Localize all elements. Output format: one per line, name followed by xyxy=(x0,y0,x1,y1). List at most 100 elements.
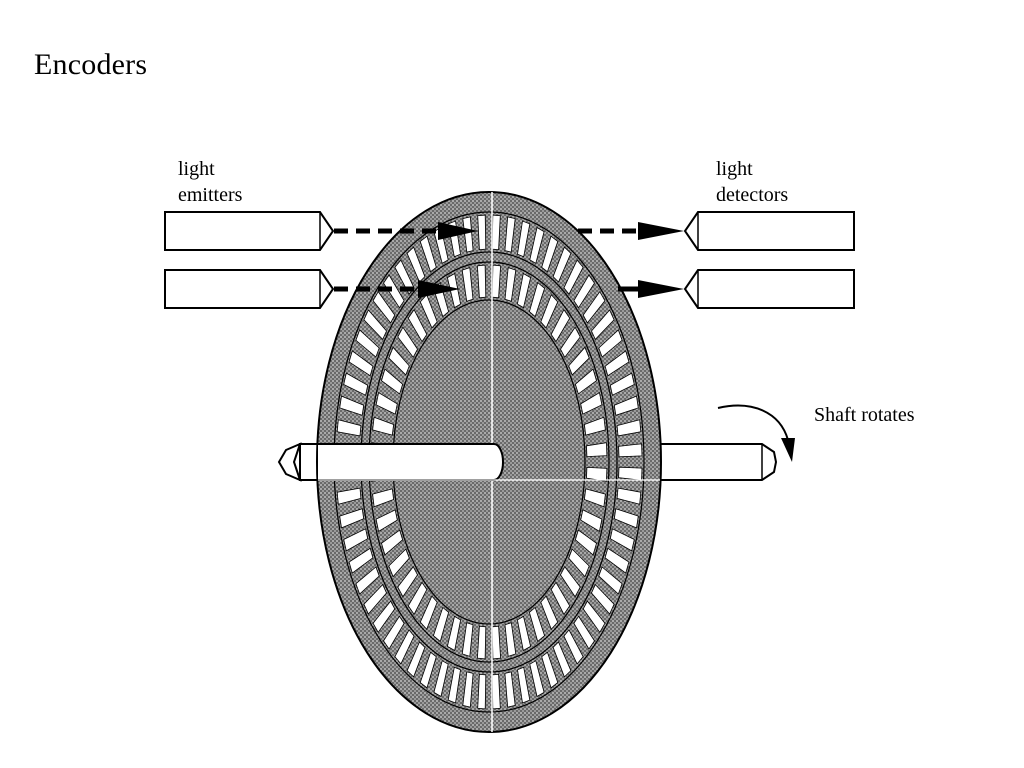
outer-slot xyxy=(339,508,365,529)
slide-title: Encoders xyxy=(34,48,148,81)
inner-slot xyxy=(504,267,517,302)
detectors-label-line1: light xyxy=(716,158,753,180)
outer-slot xyxy=(355,566,380,595)
light-detector-top xyxy=(683,211,855,251)
outer-slot xyxy=(477,214,487,251)
inner-slot xyxy=(461,622,474,657)
inner-slot xyxy=(375,391,398,415)
inner-slot xyxy=(461,267,474,302)
emitters-label-line1: light xyxy=(178,158,215,180)
outer-slot xyxy=(343,372,369,396)
inner-slot xyxy=(560,565,581,598)
outer-slot xyxy=(591,309,615,341)
inner-slot xyxy=(550,308,571,343)
inner-slot xyxy=(476,264,487,299)
outer-slot xyxy=(517,220,531,258)
outer-slot xyxy=(343,528,369,552)
outer-slot xyxy=(504,216,516,253)
outer-slot xyxy=(613,395,639,416)
inner-slot xyxy=(580,509,603,533)
outer-slot xyxy=(591,583,615,615)
outer-slot xyxy=(618,466,643,481)
outer-slot xyxy=(541,235,559,273)
outer-slot xyxy=(618,443,643,458)
inner-slot xyxy=(407,581,428,616)
outer-slot xyxy=(383,615,405,650)
inner-slot xyxy=(476,625,487,660)
outer-slot xyxy=(363,583,387,615)
outer-slot xyxy=(462,671,474,708)
outer-slot xyxy=(609,372,635,396)
outer-slot xyxy=(363,309,387,341)
detectors-label: light detectors xyxy=(716,156,788,208)
light-detector-bottom xyxy=(683,269,855,309)
inner-slot xyxy=(372,416,395,436)
inner-slot xyxy=(407,308,428,343)
inner-slot xyxy=(574,368,597,395)
outer-slot xyxy=(563,629,584,665)
outer-slot xyxy=(604,350,630,377)
outer-slot xyxy=(563,259,584,295)
outer-slot xyxy=(339,395,365,416)
inner-slot xyxy=(560,326,581,359)
inner-slot xyxy=(397,326,418,359)
outer-slot xyxy=(336,419,362,437)
inner-slot xyxy=(516,272,532,309)
inner-slot xyxy=(372,488,395,508)
inner-slot xyxy=(528,281,546,318)
outer-slot xyxy=(552,246,572,283)
shaft-hub xyxy=(318,443,660,481)
outer-slot xyxy=(598,566,623,595)
inner-slot xyxy=(388,346,410,376)
light-emitter-bottom xyxy=(164,269,335,309)
outer-slot xyxy=(372,600,396,634)
outer-slot xyxy=(552,641,572,678)
outer-slot xyxy=(541,651,559,689)
outer-slot xyxy=(355,329,380,358)
light-beam-top xyxy=(334,222,684,240)
outer-slot xyxy=(433,660,449,698)
outer-slot xyxy=(491,673,501,710)
outer-slot xyxy=(573,615,595,650)
outer-slot xyxy=(609,528,635,552)
inner-slot xyxy=(583,488,606,508)
inner-slot xyxy=(540,293,559,329)
inner-slot xyxy=(550,581,571,616)
inner-slot xyxy=(568,346,590,376)
outer-slot xyxy=(419,651,437,689)
detectors-label-line2: detectors xyxy=(716,184,789,206)
outer-slot xyxy=(582,600,606,634)
inner-slot xyxy=(586,466,608,482)
inner-slot xyxy=(540,595,559,631)
inner-slot xyxy=(568,548,590,578)
inner-slot xyxy=(388,548,410,578)
inner-slot xyxy=(583,416,606,436)
inner-slot xyxy=(574,529,597,556)
inner-slot xyxy=(446,615,462,652)
inner-slot xyxy=(516,615,532,652)
inner-slot xyxy=(580,391,603,415)
inner-slot xyxy=(375,509,398,533)
outer-slot xyxy=(419,235,437,273)
inner-slot xyxy=(586,442,608,458)
outer-slot xyxy=(613,508,639,529)
emitters-label: light emitters xyxy=(178,156,242,208)
outer-slot xyxy=(336,487,362,505)
outer-slot xyxy=(573,274,595,309)
light-beam-bottom xyxy=(334,280,684,298)
outer-slot xyxy=(529,226,545,264)
light-emitter-top xyxy=(164,211,335,251)
inner-slot xyxy=(381,529,404,556)
outer-slot xyxy=(604,547,630,574)
outer-slot xyxy=(504,671,516,708)
inner-slot xyxy=(504,622,517,657)
shaft-rotates-label: Shaft rotates xyxy=(814,404,915,426)
outer-slot xyxy=(447,666,461,704)
outer-slot xyxy=(582,290,606,324)
outer-slot xyxy=(491,214,501,251)
emitters-label-line2: emitters xyxy=(178,184,243,206)
inner-slot xyxy=(491,625,502,660)
inner-slot xyxy=(419,595,438,631)
